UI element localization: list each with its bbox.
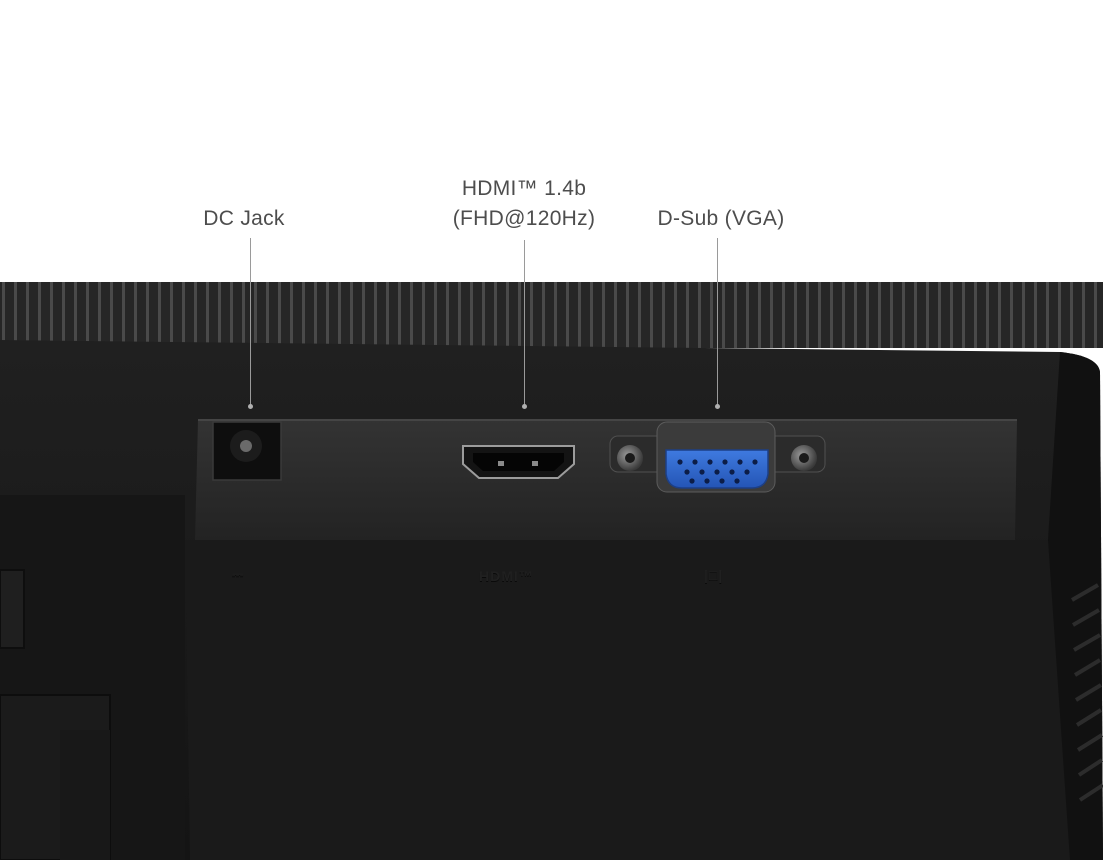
- vga-label-line: D-Sub (VGA): [657, 207, 785, 230]
- recess: [185, 540, 1070, 860]
- dc-jack-label-line: DC Jack: [203, 207, 285, 230]
- hdmi-leader-dot: [522, 404, 527, 409]
- vga-symbol-emboss: |□|: [704, 567, 724, 583]
- hdmi-port: [462, 445, 575, 479]
- right-edge: [1048, 352, 1103, 860]
- vga-leader: [717, 238, 718, 405]
- hdmi-leader: [524, 240, 525, 405]
- dc-jack-leader-dot: [248, 404, 253, 409]
- hdmi-label: HDMI™ 1.4b (FHD@120Hz): [444, 174, 604, 234]
- vga-port: [609, 421, 826, 493]
- port-panel: [195, 420, 1017, 540]
- vent-strip: [0, 282, 1103, 348]
- vga-leader-dot: [715, 404, 720, 409]
- vga-label: D-Sub (VGA): [646, 204, 796, 234]
- hdmi-logo-emboss: HDMI™: [479, 568, 534, 584]
- hdmi-label-line2: (FHD@120Hz): [452, 207, 596, 230]
- dc-jack-leader: [250, 238, 251, 405]
- dc-symbol-emboss: ⎓: [232, 566, 245, 582]
- hdmi-label-line1: HDMI™ 1.4b: [461, 177, 587, 200]
- dc-jack-label: DC Jack: [194, 204, 294, 234]
- dc-jack-port: [212, 421, 282, 481]
- side-vents: [1071, 583, 1103, 802]
